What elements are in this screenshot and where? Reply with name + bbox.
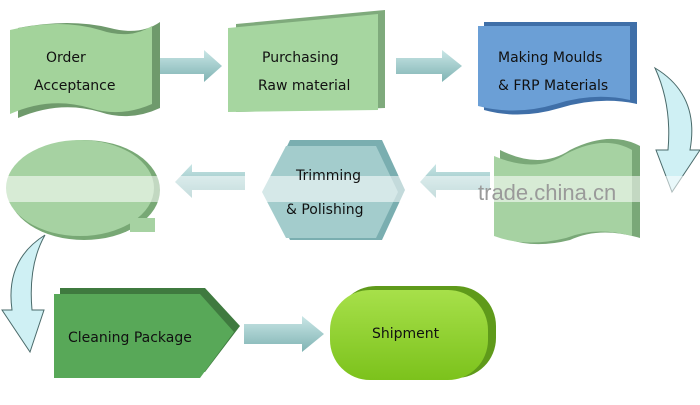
step-order-acceptance: Order Acceptance	[10, 22, 160, 118]
purchasing-label-1: Purchasing	[262, 50, 339, 66]
moulds-label-1: Making Moulds	[498, 50, 602, 66]
purchasing-label-2: Raw material	[258, 78, 350, 94]
curved-arrow-down-right	[653, 66, 700, 194]
arrow-right-2	[396, 50, 462, 82]
cleaning-label: Cleaning Package	[68, 330, 192, 346]
arrow-right-1	[160, 50, 222, 82]
step-shipment: Shipment	[330, 286, 496, 380]
step-making-moulds: Making Moulds & FRP Materials	[478, 22, 637, 115]
trimming-label-1: Trimming	[295, 168, 361, 184]
trimming-label-2: & Polishing	[286, 202, 363, 218]
arrow-right-3	[244, 316, 324, 352]
order-label-1: Order	[46, 50, 86, 66]
curved-arrow-down-left	[1, 234, 46, 354]
step-cleaning-package: Cleaning Package	[54, 288, 240, 378]
step-trimming-polishing: Trimming & Polishing	[286, 168, 363, 218]
shipment-label: Shipment	[372, 326, 440, 342]
moulds-label-2: & FRP Materials	[498, 78, 608, 94]
watermark-band	[0, 176, 700, 202]
order-label-2: Acceptance	[34, 78, 115, 94]
watermark-text: trade.china.cn	[478, 180, 616, 205]
step-purchasing: Purchasing Raw material	[228, 10, 385, 112]
